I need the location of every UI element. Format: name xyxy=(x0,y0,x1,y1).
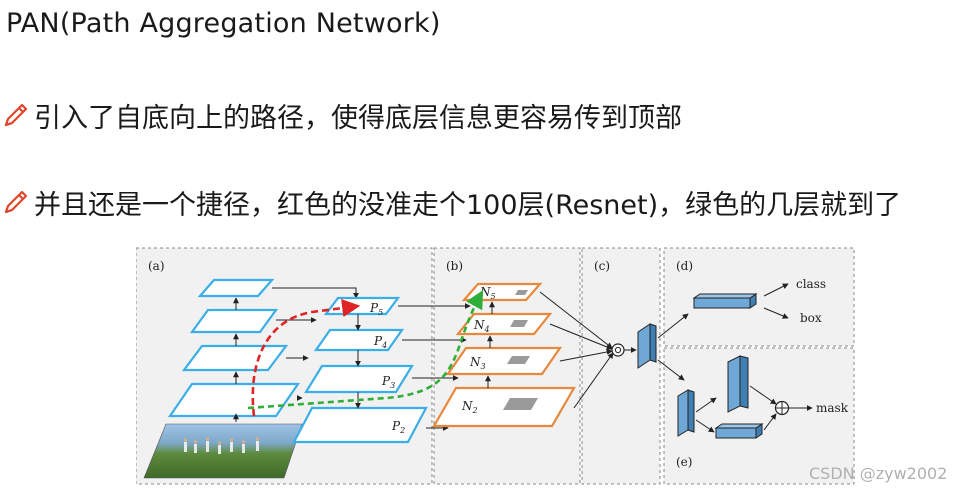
p5-label: P5 xyxy=(369,301,383,317)
p-level-4 xyxy=(313,328,405,352)
bullet-bottom-up-path: 引入了自底向上的路径，使得底层信息更容易传到顶部 xyxy=(0,96,682,135)
input-image xyxy=(143,423,303,479)
p-level-3 xyxy=(304,364,414,394)
watermark: CSDN @zyw2002 xyxy=(809,464,948,483)
n-level-2 xyxy=(432,386,576,428)
backbone-level xyxy=(181,344,289,372)
p-level-5 xyxy=(323,296,401,316)
p4-label: P4 xyxy=(373,334,387,350)
n2-label: N2 xyxy=(461,399,478,415)
backbone-level xyxy=(167,382,301,418)
pencil-icon xyxy=(4,103,28,126)
mask-fc xyxy=(714,423,764,439)
red-path xyxy=(251,299,361,417)
panel-label-a: (a) xyxy=(148,259,165,273)
n-level-5 xyxy=(461,282,543,302)
n4-label: N4 xyxy=(473,318,490,334)
panel-label-c: (c) xyxy=(594,259,610,273)
backbone-pyramid xyxy=(167,278,301,418)
class-output: class xyxy=(796,277,826,291)
pan-bottom-up xyxy=(432,282,576,428)
bullet-text: 并且还是一个捷径，红色的没准走个100层(Resnet)，绿色的几层就到了 xyxy=(34,190,902,221)
fuse-plus-icon xyxy=(774,400,790,416)
n-level-4 xyxy=(455,312,553,336)
p3-label: P3 xyxy=(381,374,395,390)
backbone-level xyxy=(197,278,275,298)
mask-conv-b xyxy=(727,355,749,413)
panel-e: (e) xyxy=(663,347,855,485)
n3-label: N3 xyxy=(469,355,486,371)
panel-label-e: (e) xyxy=(676,455,692,469)
green-path xyxy=(247,290,484,410)
panel-label-b: (b) xyxy=(446,259,463,273)
panel-label-d: (d) xyxy=(676,259,693,273)
n-level-3 xyxy=(445,346,563,376)
p2-label: P2 xyxy=(391,419,405,435)
box-output: box xyxy=(800,311,822,325)
pencil-icon xyxy=(4,190,28,213)
bullet-shortcut: 并且还是一个捷径，红色的没准走个100层(Resnet)，绿色的几层就到了 xyxy=(0,183,901,222)
pan-architecture-figure: (a) (b) (c) (d) (e) xyxy=(136,247,855,485)
pooled-feature xyxy=(637,323,657,369)
mask-output: mask xyxy=(816,401,849,415)
bullet-text: 引入了自底向上的路径，使得底层信息更容易传到顶部 xyxy=(34,103,682,134)
mask-conv-a xyxy=(677,389,695,437)
slide-title: PAN(Path Aggregation Network) xyxy=(6,8,441,39)
panel-c: (c) xyxy=(581,247,661,485)
backbone-level xyxy=(189,308,279,334)
p-level-2 xyxy=(292,406,428,444)
fpn-top-down xyxy=(292,296,428,444)
fusion-node xyxy=(611,343,625,357)
panel-d: (d) xyxy=(663,247,855,347)
fc-feature xyxy=(692,293,758,309)
